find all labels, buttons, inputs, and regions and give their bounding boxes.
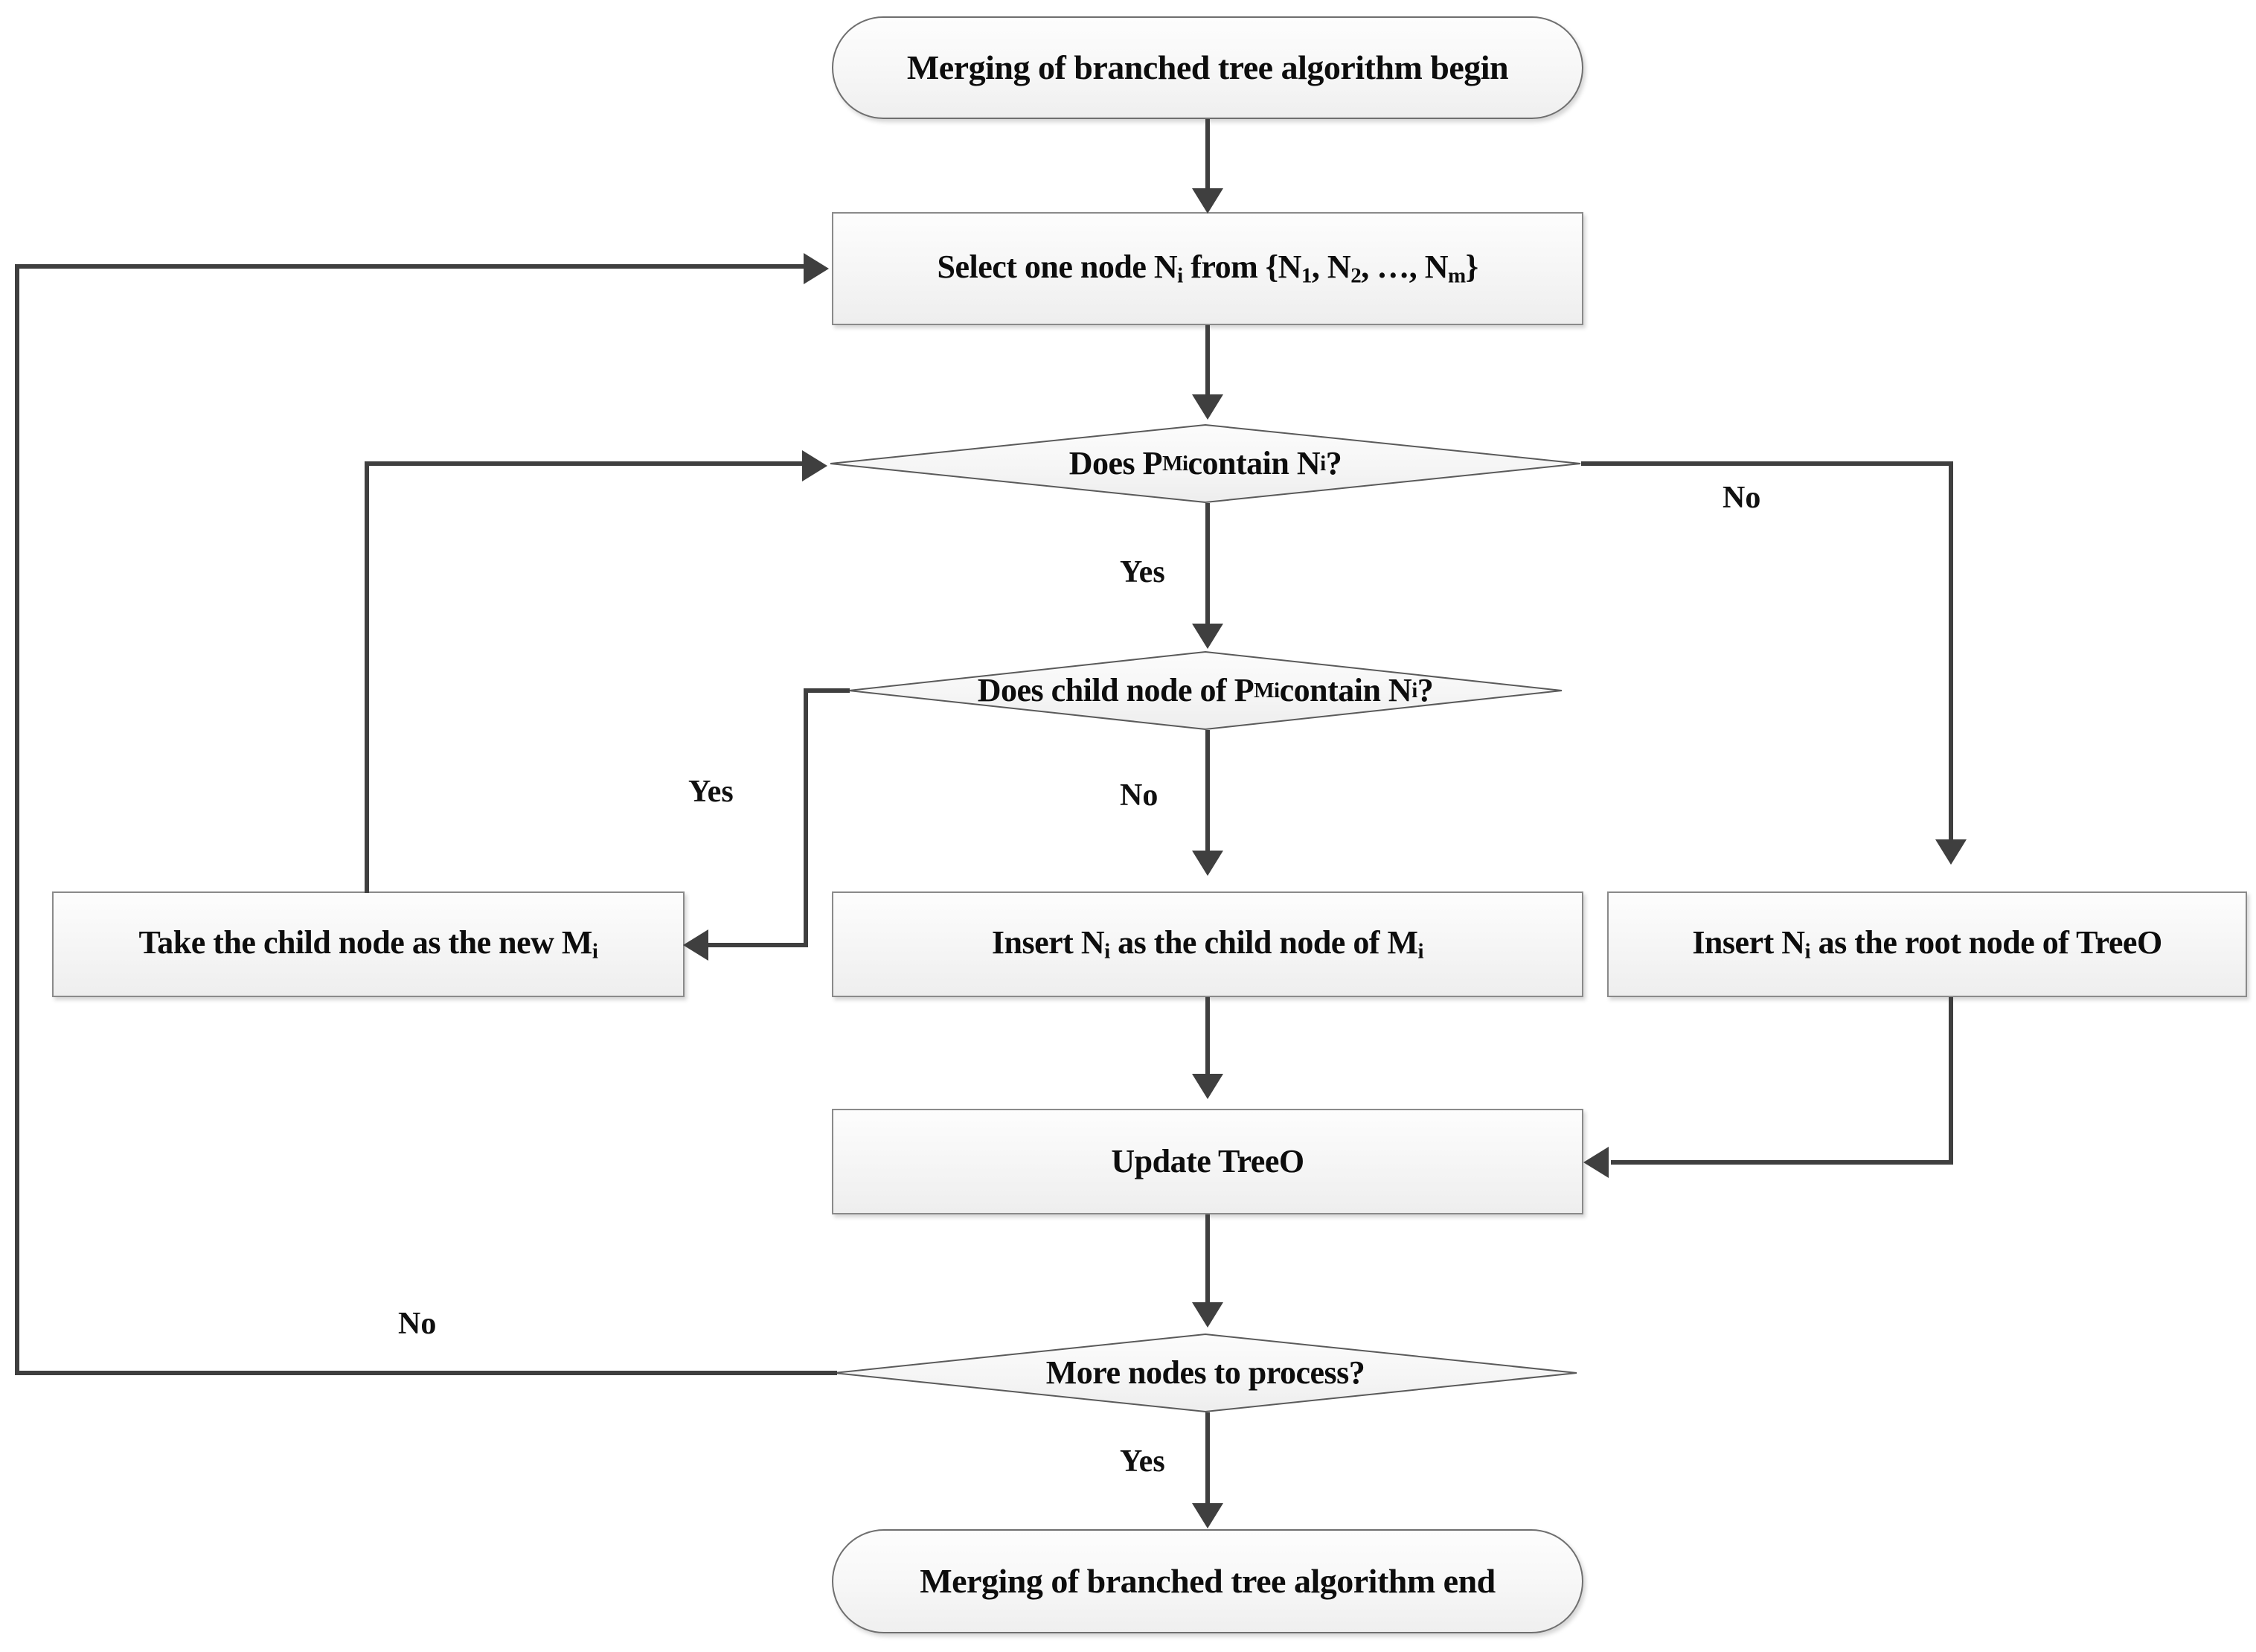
node-select-node[interactable]: Select one node Ni from {N1, N2, …, Nm}	[832, 212, 1583, 325]
edge-label-child-yes: Yes	[688, 775, 734, 809]
arrowhead-select-to-decision	[1192, 394, 1223, 420]
edge-label-child-no: No	[1120, 778, 1159, 813]
arrowhead-take-child-to-decision	[802, 450, 827, 481]
edge-child-yes-top	[804, 688, 850, 693]
edge-take-child-to-decision	[365, 461, 804, 466]
edge-more-yes-vertical	[1205, 1412, 1210, 1505]
edge-contains-no-horizontal	[1581, 461, 1953, 466]
arrowhead-insert-child-to-update	[1192, 1074, 1223, 1099]
node-end[interactable]: Merging of branched tree algorithm end	[832, 1529, 1583, 1633]
node-update-tree[interactable]: Update TreeO	[832, 1109, 1583, 1214]
node-decision-more-nodes-label: More nodes to process?	[1045, 1354, 1365, 1391]
edge-select-to-decision	[1205, 325, 1210, 400]
edge-child-no-vertical	[1205, 730, 1210, 853]
edge-child-yes-bottom	[708, 943, 808, 947]
node-insert-root-label: Insert Ni as the root node of TreeO	[1692, 924, 2162, 964]
arrowhead-more-yes	[1192, 1503, 1223, 1528]
arrowhead-contains-yes	[1192, 624, 1223, 649]
node-update-tree-label: Update TreeO	[1111, 1142, 1304, 1179]
edge-insert-child-to-update	[1205, 997, 1210, 1079]
edge-label-more-yes: Yes	[1120, 1444, 1165, 1479]
node-insert-child[interactable]: Insert Ni as the child node of Mi	[832, 891, 1583, 997]
node-take-child-label: Take the child node as the new Mi	[138, 924, 598, 964]
edge-contains-no-vertical	[1949, 461, 1953, 841]
arrowhead-child-no	[1192, 851, 1223, 876]
edge-more-no-to-select	[15, 264, 805, 269]
arrowhead-update-to-more-nodes	[1192, 1302, 1223, 1328]
arrowhead-insert-root-to-update	[1583, 1147, 1609, 1178]
decision-outline	[830, 424, 1581, 503]
arrowhead-child-yes	[683, 929, 708, 961]
edge-insert-root-down	[1949, 997, 1953, 1165]
arrowhead-contains-no	[1935, 839, 1967, 865]
arrowhead-more-no-to-select	[804, 253, 829, 284]
node-select-node-label: Select one node Ni from {N1, N2, …, Nm}	[937, 249, 1478, 288]
arrowhead-start-to-select	[1192, 188, 1223, 214]
decision-outline	[833, 1334, 1577, 1412]
edge-contains-yes	[1205, 503, 1210, 626]
node-take-child[interactable]: Take the child node as the new Mi	[52, 891, 685, 997]
edge-update-to-more-nodes	[1205, 1214, 1210, 1307]
node-insert-child-label: Insert Ni as the child node of Mi	[991, 924, 1424, 964]
edge-label-contains-yes: Yes	[1120, 555, 1165, 589]
edge-start-to-select	[1205, 119, 1210, 193]
node-start-label: Merging of branched tree algorithm begin	[906, 48, 1509, 86]
edge-child-yes-vertical	[804, 688, 808, 947]
edge-insert-root-to-update	[1611, 1160, 1953, 1165]
edge-label-contains-no: No	[1723, 481, 1761, 515]
edge-more-no-horizontal	[15, 1371, 837, 1375]
edge-label-more-no: No	[398, 1307, 437, 1341]
node-start[interactable]: Merging of branched tree algorithm begin	[832, 16, 1583, 119]
node-decision-more-nodes[interactable]: More nodes to process?	[833, 1334, 1577, 1412]
decision-outline	[848, 651, 1563, 730]
node-insert-root[interactable]: Insert Ni as the root node of TreeO	[1607, 891, 2247, 997]
edge-take-child-up	[365, 463, 369, 893]
node-end-label: Merging of branched tree algorithm end	[920, 1561, 1496, 1600]
edge-more-no-vertical	[15, 264, 19, 1373]
